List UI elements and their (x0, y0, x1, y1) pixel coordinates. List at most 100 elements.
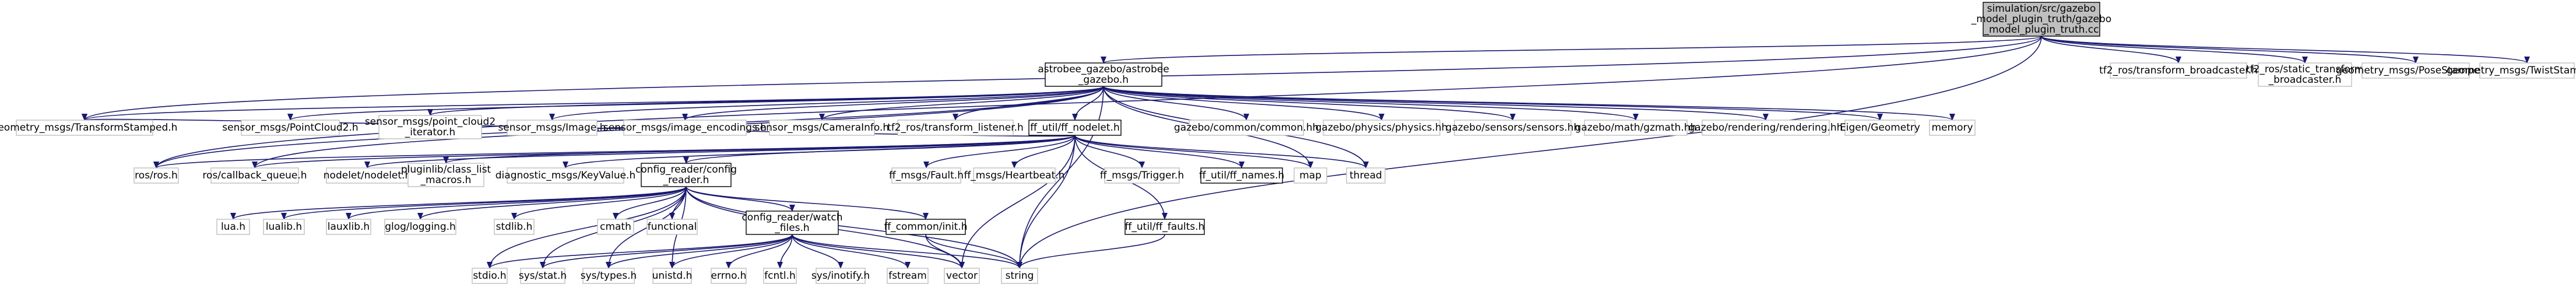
node-errno[interactable]: errno.h (711, 268, 747, 284)
node-box-lualib (263, 219, 305, 235)
node-box-stdio (472, 268, 508, 284)
node-box-glog (384, 219, 456, 235)
node-label-root-line-2: _model_plugin_truth.cc (1984, 24, 2099, 36)
edge-watch_files-to-inotify (792, 234, 844, 269)
node-label-image-line-0: sensor_msgs/Image.h (498, 122, 606, 134)
node-box-fstream (887, 268, 929, 284)
node-tf2_ros_tb[interactable]: tf2_ros/transform_broadcaster.h (2099, 62, 2258, 79)
node-label-cbq-line-0: ros/callback_queue.h (202, 170, 307, 181)
edge-watch_files-to-systypes (606, 234, 793, 269)
node-diag[interactable]: diagnostic_msgs/KeyValue.h (495, 167, 635, 184)
node-astrobee_gazebo[interactable]: astrobee_gazebo/astrobee_gazebo.h (1038, 62, 1169, 87)
node-box-config_reader (641, 163, 732, 187)
node-lauxlib[interactable]: lauxlib.h (326, 219, 371, 235)
edge-ff_nodelet-to-nodelet (364, 135, 1076, 169)
node-label-pc2-line-0: sensor_msgs/PointCloud2.h (222, 122, 358, 134)
node-ff_fault[interactable]: ff_msgs/Fault.h (889, 167, 964, 184)
node-box-vector (944, 268, 980, 284)
node-gz_sensors[interactable]: gazebo/sensors/sensors.hh (1446, 120, 1580, 136)
node-caminfo[interactable]: sensor_msgs/CameraInfo.h (755, 120, 889, 136)
node-image_enc[interactable]: sensor_msgs/image_encodings.h (603, 120, 767, 136)
node-glog[interactable]: glog/logging.h (384, 219, 456, 235)
node-label-gz_common-line-0: gazebo/common/common.hh (1174, 122, 1319, 134)
node-ros[interactable]: ros/ros.h (133, 167, 179, 184)
node-gz_common[interactable]: gazebo/common/common.hh (1174, 120, 1319, 136)
node-ff_nodelet[interactable]: ff_util/ff_nodelet.h (1028, 120, 1122, 136)
node-label-functional-line-0: functional (648, 221, 697, 233)
node-box-memory (1929, 120, 1976, 136)
edge-config_reader-to-lualib (281, 186, 687, 220)
node-label-gz_sensors-line-0: gazebo/sensors/sensors.hh (1446, 122, 1580, 134)
node-nodelet[interactable]: nodelet/nodelet.h (324, 167, 411, 184)
node-config_reader[interactable]: config_reader/config_reader.h (635, 163, 737, 187)
node-string[interactable]: string (1001, 268, 1038, 284)
node-box-pc2_it (378, 115, 482, 139)
node-image[interactable]: sensor_msgs/Image.h (498, 120, 606, 136)
node-lua[interactable]: lua.h (216, 219, 250, 235)
node-map[interactable]: map (1294, 167, 1327, 184)
edge-watch_files-to-fstream (792, 234, 911, 269)
edge-ff_nodelet-to-thread (1074, 135, 1369, 169)
node-memory[interactable]: memory (1929, 120, 1976, 136)
edge-watch_files-to-sysstat (540, 234, 793, 269)
edge-ff_nodelet-to-ff_names (1074, 135, 1245, 169)
node-cmath[interactable]: cmath (597, 219, 634, 235)
node-stdio[interactable]: stdio.h (472, 268, 508, 284)
edge-root-to-string (1017, 36, 2042, 269)
node-label-pluginlib-line-0: pluginlib/class_list (401, 164, 491, 176)
node-fstream[interactable]: fstream (887, 268, 929, 284)
node-ff_trigger[interactable]: ff_msgs/Trigger.h (1100, 167, 1184, 184)
edge-ff_nodelet-to-pluginlib (443, 135, 1076, 164)
node-geo_tf[interactable]: geometry_msgs/TransformStamped.h (0, 120, 177, 136)
node-box-geo_tf (16, 120, 153, 136)
node-root[interactable]: simulation/src/gazebo _model_plugin_truth… (1971, 2, 2111, 37)
node-pc2[interactable]: sensor_msgs/PointCloud2.h (222, 120, 359, 136)
node-box-tf_listener (897, 120, 1014, 136)
edge-root-to-ros (153, 36, 2042, 169)
node-lualib[interactable]: lualib.h (263, 219, 305, 235)
node-ff_names[interactable]: ff_util/ff_names.h (1199, 167, 1284, 184)
node-label-pc2_it-line-0: sensor_msgs/point_cloud2 (365, 116, 495, 128)
node-cbq[interactable]: ros/callback_queue.h (202, 167, 307, 184)
node-inotify[interactable]: sys/inotify.h (811, 268, 870, 284)
node-tf_listener[interactable]: tf2_ros/transform_listener.h (887, 120, 1024, 136)
node-ff_common[interactable]: ff_common/init.h (884, 219, 968, 235)
node-label-ff_hb-line-0: ff_msgs/Heartbeat.h (964, 170, 1065, 181)
node-fcntl[interactable]: fcntl.h (763, 268, 797, 284)
edge-config_reader-to-string (686, 186, 1022, 269)
node-tf2_ros_stb[interactable]: tf2_ros/static_transform_broadcaster.h (2246, 62, 2364, 87)
node-gz_math[interactable]: gazebo/math/gzmath.hh (1575, 120, 1697, 136)
node-thread[interactable]: thread (1346, 167, 1386, 184)
node-systypes[interactable]: sys/types.h (581, 268, 637, 284)
edge-watch_files-to-stdio (487, 234, 793, 269)
node-functional[interactable]: functional (646, 219, 698, 235)
node-label-caminfo-line-0: sensor_msgs/CameraInfo.h (755, 122, 889, 134)
node-geo_pose[interactable]: geometry_msgs/PoseStamped.h (2336, 62, 2496, 79)
node-box-ff_names (1200, 167, 1283, 184)
node-box-tf2_ros_stb (2258, 62, 2352, 87)
edge-ff_common-to-string (925, 234, 1022, 269)
node-box-geo_pose (2361, 62, 2470, 79)
node-box-image_enc (623, 120, 747, 136)
node-box-watch_files (746, 211, 839, 235)
node-geo_twist[interactable]: geometry_msgs/TwistStamped.h (2447, 62, 2576, 79)
node-ff_faults[interactable]: ff_util/ff_faults.h (1124, 219, 1205, 235)
node-sysstat[interactable]: sys/stat.h (519, 268, 567, 284)
node-eigen[interactable]: Eigen/Geometry (1840, 120, 1920, 136)
edge-config_reader-to-lauxlib (346, 186, 687, 220)
node-gz_physics[interactable]: gazebo/physics/physics.hh (1315, 120, 1448, 136)
node-label-pluginlib-line-1: _macros.h (420, 174, 472, 186)
node-pluginlib[interactable]: pluginlib/class_list_macros.h (401, 163, 491, 187)
node-ff_hb[interactable]: ff_msgs/Heartbeat.h (964, 167, 1065, 184)
node-pc2_it[interactable]: sensor_msgs/point_cloud2_iterator.h (365, 115, 495, 139)
node-box-pc2 (241, 120, 340, 136)
node-watch_files[interactable]: config_reader/watch_files.h (741, 211, 843, 235)
node-vector[interactable]: vector (944, 268, 980, 284)
node-label-sysstat-line-0: sys/stat.h (519, 270, 567, 282)
node-unistd[interactable]: unistd.h (652, 268, 693, 284)
node-label-stdio-line-0: stdio.h (473, 270, 506, 282)
node-label-root-line-0: simulation/src/gazebo (1987, 3, 2096, 15)
node-box-image (507, 120, 598, 136)
node-gz_render[interactable]: gazebo/rendering/rendering.hh (1689, 120, 1843, 136)
node-stdlib[interactable]: stdlib.h (494, 219, 535, 235)
